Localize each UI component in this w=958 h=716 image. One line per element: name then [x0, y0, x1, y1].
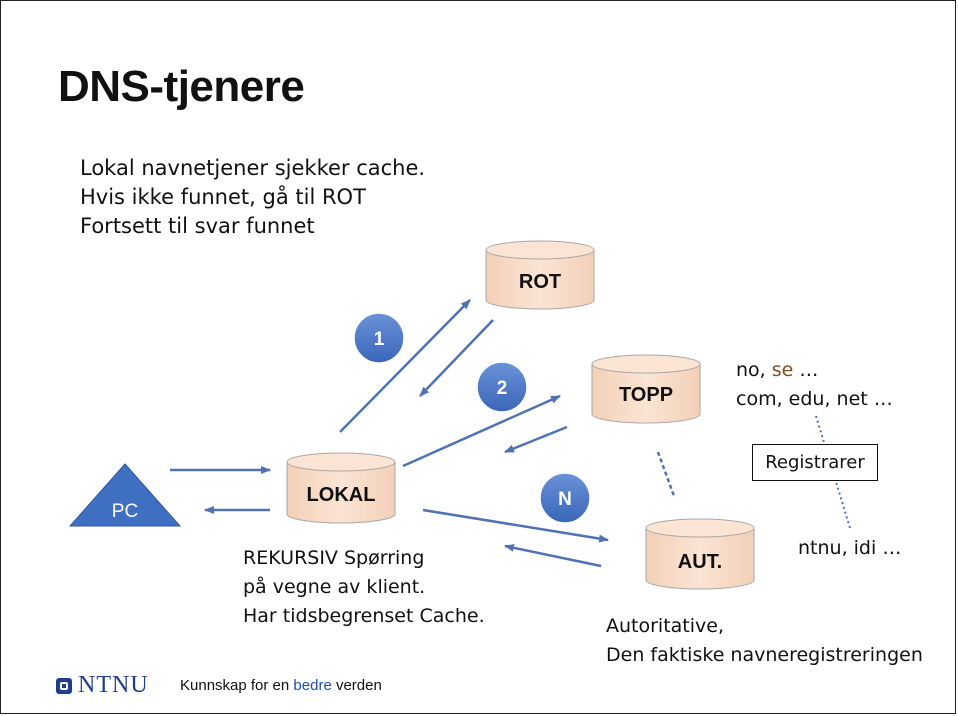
arrows: [170, 299, 609, 568]
badge-2-label: 2: [497, 378, 508, 399]
topp-note-highlight: se: [771, 359, 794, 381]
pc-label: PC: [112, 501, 138, 522]
aut-note-line: Den faktiske navneregistreringen: [606, 644, 923, 666]
aut-note-line: Autoritative,: [606, 615, 724, 637]
tagline-text: verden: [331, 677, 382, 694]
topp-label: TOPP: [619, 384, 673, 406]
arrow-rot-to-lokal: [419, 319, 494, 397]
aut-label: AUT.: [678, 551, 722, 573]
lokal-note-line: på vegne av klient.: [243, 576, 426, 598]
topp-note: no, se … com, edu, net …: [736, 356, 893, 414]
topp-note-line2: com, edu, net …: [736, 388, 893, 410]
lokal-label: LOKAL: [307, 484, 376, 506]
intro-text: Lokal navnetjener sjekker cache. Hvis ik…: [80, 154, 425, 241]
intro-line: Fortsett til svar funnet: [80, 214, 315, 238]
registrar-box: Registrarer: [752, 444, 878, 481]
tagline-accent: bedre: [293, 677, 332, 694]
arrow-topp-to-lokal: [504, 425, 568, 454]
intro-line: Lokal navnetjener sjekker cache.: [80, 156, 426, 180]
arrow-lokal-to-aut: [422, 508, 609, 543]
arrow-lokal-to-topp: [402, 394, 561, 468]
badge-n: N: [539, 472, 591, 524]
rot-cylinder: ROT: [485, 240, 595, 310]
lokal-note-line: REKURSIV Spørring: [243, 547, 425, 569]
pc-triangle: [68, 463, 182, 527]
ntnu-logo-icon: [56, 677, 72, 694]
aut-cylinder: AUT.: [645, 518, 755, 590]
lokal-note: REKURSIV Spørring på vegne av klient. Ha…: [243, 544, 485, 631]
ntnu-logo: NTNU: [56, 672, 149, 699]
tagline-text: Kunnskap for en: [180, 677, 294, 694]
page-title: DNS-tjenere: [58, 62, 305, 111]
lokal-cylinder: LOKAL: [286, 452, 396, 524]
dashed-topp-aut: [656, 451, 676, 497]
badge-1-label: 1: [374, 329, 385, 350]
badge-n-label: N: [558, 489, 572, 510]
topp-note-text: no,: [736, 359, 772, 381]
footer-tagline: Kunnskap for en bedre verden: [180, 677, 382, 694]
aut-note: Autoritative, Den faktiske navneregistre…: [606, 612, 923, 670]
arrow-lokal-to-rot: [339, 299, 471, 433]
topp-cylinder: TOPP: [591, 354, 701, 424]
ntnu-note: ntnu, idi …: [798, 537, 902, 559]
badge-1: 1: [353, 312, 405, 364]
lokal-note-line: Har tidsbegrenset Cache.: [243, 605, 485, 627]
intro-line: Hvis ikke funnet, gå til ROT: [80, 185, 366, 209]
pc-node: PC: [68, 463, 182, 527]
rot-label: ROT: [519, 271, 561, 293]
badge-2: 2: [476, 361, 528, 413]
topp-note-text: …: [793, 359, 819, 381]
arrow-aut-to-lokal: [504, 543, 602, 568]
ntnu-logo-text: NTNU: [78, 672, 149, 698]
